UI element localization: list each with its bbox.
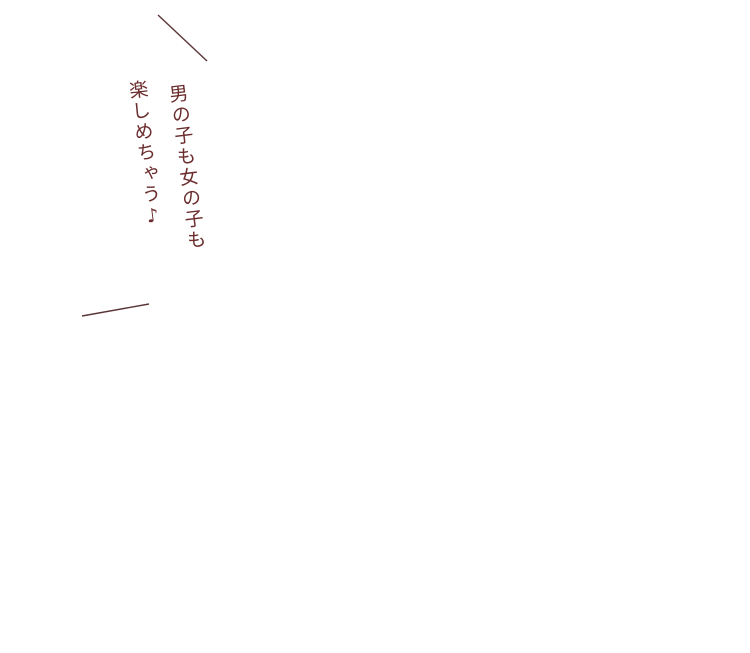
top-slash-line <box>157 14 208 62</box>
bottom-slash-line <box>81 303 150 317</box>
